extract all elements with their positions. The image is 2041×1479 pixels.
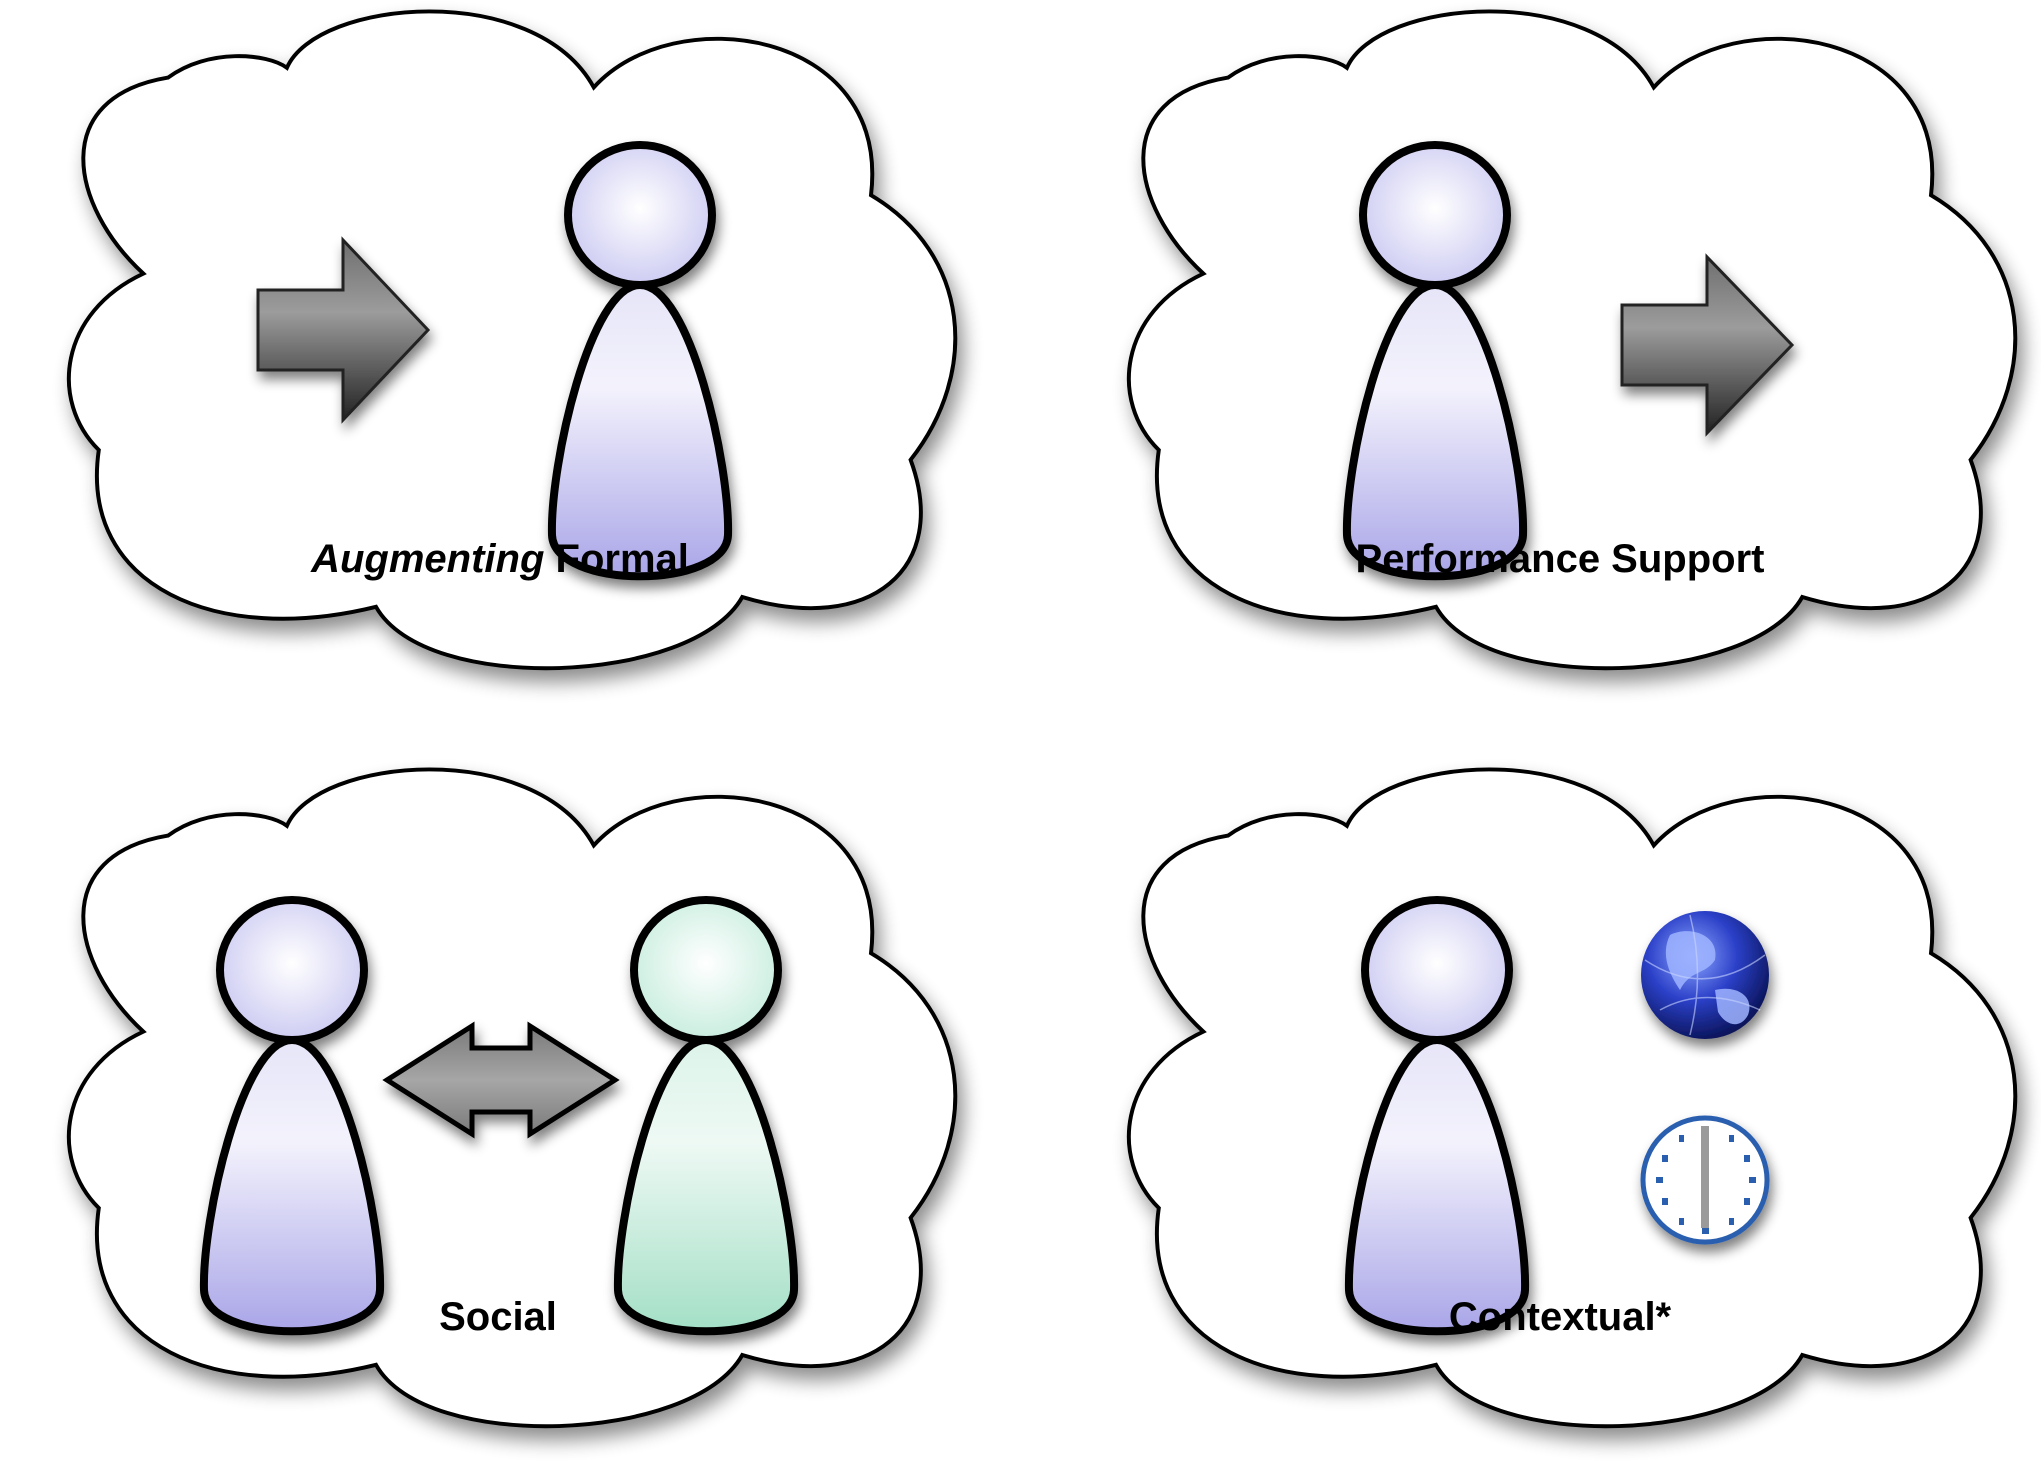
panel-performance-support: Performance Support (1126, 9, 2018, 671)
bidirectional-arrow-icon (382, 1021, 620, 1139)
label-italic: Augmenting (310, 537, 544, 581)
panel-label: Social (439, 1295, 557, 1339)
panel-augmenting-formal: Augmenting Formal (66, 9, 958, 671)
globe-icon (1641, 911, 1769, 1039)
clock-icon (1640, 1115, 1770, 1245)
arrow-right-icon (256, 236, 431, 424)
arrow-right-icon (1620, 253, 1795, 437)
panel-label: Performance Support (1356, 537, 1765, 581)
panel-label: Contextual* (1449, 1295, 1672, 1339)
panel-label: Augmenting Formal (310, 537, 689, 581)
label-rest: Formal (544, 537, 688, 581)
panel-social: Social (66, 767, 958, 1429)
panel-contextual: Contextual* (1126, 767, 2018, 1429)
